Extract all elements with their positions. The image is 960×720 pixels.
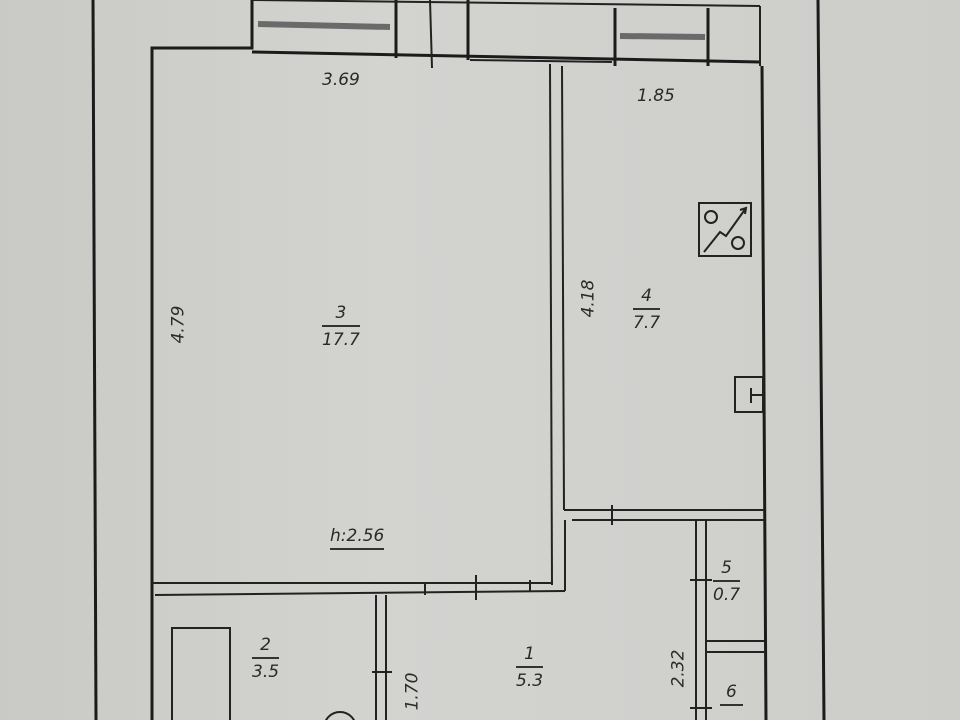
room-area: 5.3 [516,671,544,691]
room-area: 0.7 [713,585,741,605]
room-number: 3 [322,303,360,327]
room-number: 2 [252,635,280,659]
sink [325,711,355,720]
wall-room3-bottom-2 [154,590,566,596]
wall-segment [469,59,613,63]
partition-3-4-inner [561,65,565,511]
balcony-edge [251,0,761,7]
dimension-room4-width: 1.85 [637,86,675,106]
dimension-room2-side: 1.70 [402,672,423,711]
wall-left-top [150,0,254,720]
room-number: 1 [516,644,544,668]
room-area: 3.5 [252,662,280,682]
dimension-room3-width: 3.69 [322,70,360,90]
electrical-panel-icon [734,376,764,413]
dimension-room3-length: 4.79 [168,305,189,344]
room-number: 6 [720,682,743,706]
room-6-label: 6 [720,682,743,709]
room-area: 17.7 [322,330,360,350]
wall-top [251,50,761,64]
partition-3-4 [549,63,553,586]
gas-stove-icon [698,202,752,257]
bathtub [171,627,231,720]
dimension-room1-side: 2.32 [668,649,689,688]
room-area [720,706,743,709]
window-glass-room4 [619,33,706,40]
room-number: 4 [633,286,661,310]
room-4-label: 4 7.7 [633,286,661,333]
window-jamb [429,0,433,69]
room-5-label: 5 0.7 [713,558,741,605]
ceiling-height-label: h:2.56 [330,528,385,550]
outer-wall-left [91,0,98,720]
dimension-room4-length: 4.18 [578,279,599,318]
room-3-label: 3 17.7 [322,303,360,350]
room-1-label: 1 5.3 [516,644,544,691]
room-2-label: 2 3.5 [252,635,280,682]
room-area: 7.7 [633,313,661,333]
window-glass-room3 [257,21,391,30]
room-number: 5 [713,558,741,582]
outer-wall-right [816,0,826,720]
